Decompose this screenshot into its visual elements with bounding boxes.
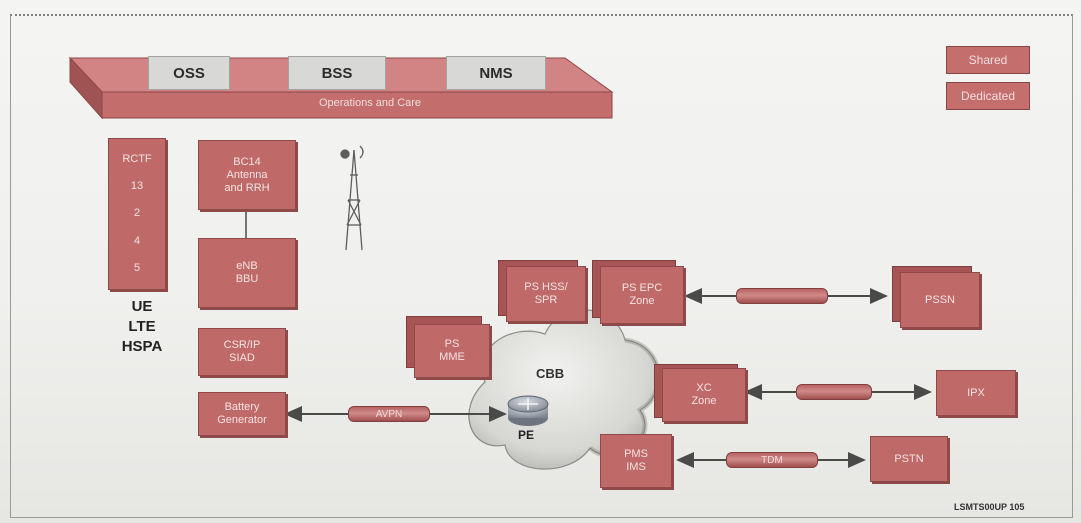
csr-line: CSR/IP bbox=[223, 339, 261, 351]
battery-line: Generator bbox=[217, 414, 267, 426]
pms-ims-box: PMS IMS bbox=[600, 434, 672, 488]
antenna-rrh-box: BC14 Antenna and RRH bbox=[198, 140, 296, 210]
label-lte: LTE bbox=[128, 318, 156, 335]
pms-pstn-pipe: TDM bbox=[726, 452, 818, 468]
legend-shared: Shared bbox=[946, 46, 1030, 74]
label-hspa: HSPA bbox=[121, 338, 163, 355]
pssn-box: PSSN bbox=[900, 272, 980, 328]
epc-pssn-pipe bbox=[736, 288, 828, 304]
figure-id: LSMTS00UP 105 bbox=[954, 502, 1025, 512]
ipx-line: IPX bbox=[967, 386, 985, 399]
xc-zone-box: XC Zone bbox=[662, 368, 746, 422]
ue-release-list: RCTF 13 2 4 5 bbox=[108, 138, 166, 290]
hss-line: PS HSS/ bbox=[524, 281, 568, 293]
hss-line: SPR bbox=[534, 294, 558, 306]
csr-siad-box: CSR/IP SIAD bbox=[198, 328, 286, 376]
epc-line: PS EPC bbox=[621, 282, 663, 294]
ue-list-item: 4 bbox=[133, 234, 141, 247]
antenna-line: Antenna bbox=[226, 168, 268, 181]
ps-hss-spr-box: PS HSS/ SPR bbox=[506, 266, 586, 322]
battery-generator-box: Battery Generator bbox=[198, 392, 286, 436]
ipx-box: IPX bbox=[936, 370, 1016, 416]
pstn-box: PSTN bbox=[870, 436, 948, 482]
battery-line: Battery bbox=[224, 401, 260, 413]
router-icon bbox=[507, 395, 549, 426]
pms-line: IMS bbox=[626, 461, 646, 473]
ps-mme-box: PS MME bbox=[414, 324, 490, 378]
ue-list-item: 13 bbox=[130, 180, 144, 193]
mme-line: MME bbox=[439, 351, 465, 363]
ops-bar-label: Operations and Care bbox=[318, 97, 422, 109]
pe-label: PE bbox=[518, 428, 535, 442]
ue-list-item: 2 bbox=[133, 207, 141, 220]
ps-epc-zone-box: PS EPC Zone bbox=[600, 266, 684, 324]
pssn-line: PSSN bbox=[925, 293, 955, 306]
diagram-frame bbox=[10, 14, 1073, 518]
csr-line: SIAD bbox=[229, 352, 255, 364]
antenna-line: BC14 bbox=[233, 155, 261, 168]
tab-bss: BSS bbox=[288, 56, 386, 90]
xc-line: XC bbox=[696, 382, 712, 394]
enb-bbu-box: eNB BBU bbox=[198, 238, 296, 308]
bbu-line: eNB bbox=[236, 260, 258, 272]
antenna-line: and RRH bbox=[224, 181, 270, 194]
epc-line: Zone bbox=[629, 295, 655, 307]
label-ue: UE bbox=[131, 298, 153, 315]
legend-dedicated: Dedicated bbox=[946, 82, 1030, 110]
pstn-line: PSTN bbox=[894, 452, 924, 465]
cbb-label: CBB bbox=[536, 366, 565, 381]
xc-line: Zone bbox=[691, 395, 717, 407]
cell-tower-icon bbox=[340, 145, 364, 251]
ue-list-item: 5 bbox=[133, 261, 141, 274]
xc-ipx-pipe bbox=[796, 384, 872, 400]
tab-nms: NMS bbox=[446, 56, 546, 90]
tab-oss: OSS bbox=[148, 56, 230, 90]
mme-line: PS bbox=[444, 338, 460, 350]
ue-list-item: RCTF bbox=[122, 153, 152, 166]
pms-line: PMS bbox=[624, 448, 648, 460]
backhaul-pipe: AVPN bbox=[348, 406, 430, 422]
bbu-line: BBU bbox=[235, 273, 259, 285]
